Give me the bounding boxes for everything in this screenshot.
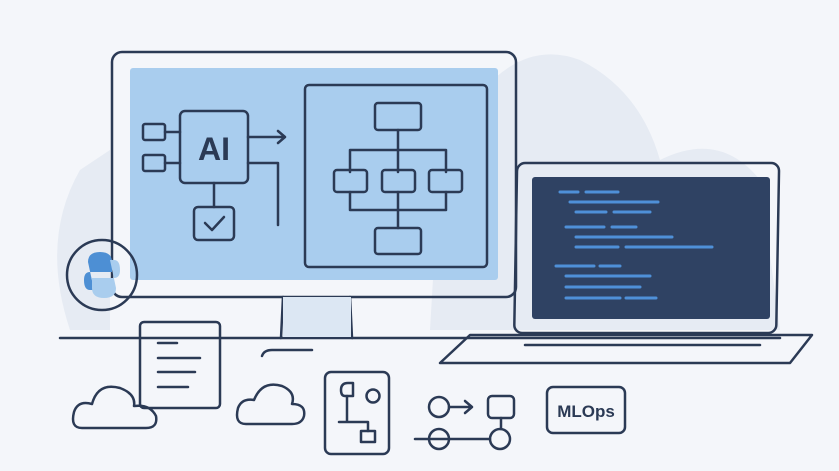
- connector-line: [260, 348, 314, 358]
- checkbox-icon: [192, 205, 236, 242]
- flowchart-card-icon: [323, 370, 391, 456]
- mlops-label: MLOps: [557, 402, 615, 421]
- laptop-icon: [438, 161, 814, 365]
- code-lines: [554, 190, 714, 300]
- python-logo-icon: [65, 238, 139, 312]
- ai-diagram: AI: [141, 109, 287, 242]
- cloud-icon: [71, 385, 158, 430]
- mlops-badge: MLOps: [545, 385, 627, 435]
- monitor-screen: [130, 68, 498, 280]
- cloud-icon-2: [235, 383, 306, 426]
- ai-label: AI: [198, 131, 230, 167]
- flowchart-panel: [303, 83, 489, 269]
- document-icon: [138, 320, 222, 410]
- arrow-icon: [246, 129, 287, 145]
- pipeline-icon: [413, 394, 516, 451]
